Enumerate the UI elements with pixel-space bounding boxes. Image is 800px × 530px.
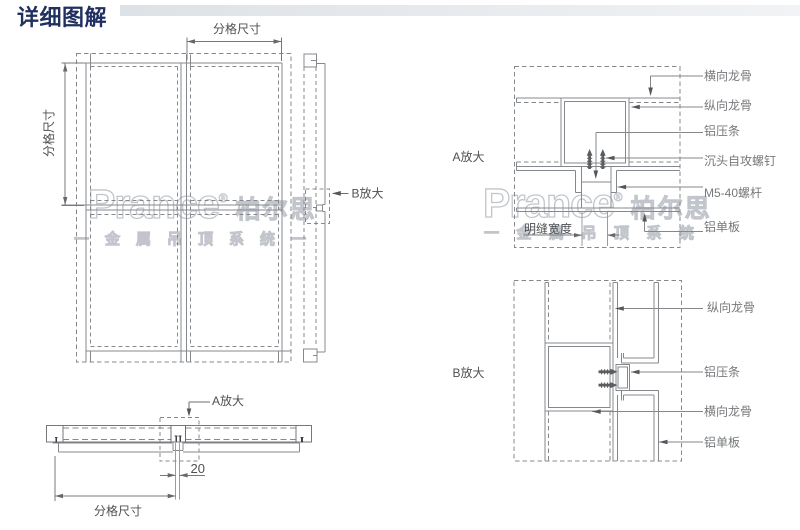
svg-text:横向龙骨: 横向龙骨 [704, 404, 752, 419]
svg-text:铝压条: 铝压条 [704, 123, 740, 138]
svg-text:A放大: A放大 [212, 393, 244, 408]
svg-text:铝单板: 铝单板 [704, 435, 740, 450]
svg-text:纵向龙骨: 纵向龙骨 [704, 98, 752, 113]
svg-text:铝压条: 铝压条 [704, 364, 740, 379]
svg-text:A放大: A放大 [453, 149, 485, 164]
svg-text:分格尺寸: 分格尺寸 [213, 21, 261, 36]
svg-text:B放大: B放大 [453, 365, 485, 380]
svg-text:横向龙骨: 横向龙骨 [704, 68, 752, 83]
svg-text:明缝宽度: 明缝宽度 [524, 221, 572, 236]
svg-text:分格尺寸: 分格尺寸 [94, 503, 142, 518]
svg-text:20: 20 [191, 461, 205, 476]
svg-text:沉头自攻螺钉: 沉头自攻螺钉 [704, 154, 776, 168]
svg-text:纵向龙骨: 纵向龙骨 [707, 300, 755, 315]
svg-text:分格尺寸: 分格尺寸 [41, 109, 56, 157]
svg-text:B放大: B放大 [352, 186, 384, 201]
svg-text:铝单板: 铝单板 [704, 219, 740, 234]
svg-text:M5-40螺杆: M5-40螺杆 [704, 186, 762, 200]
